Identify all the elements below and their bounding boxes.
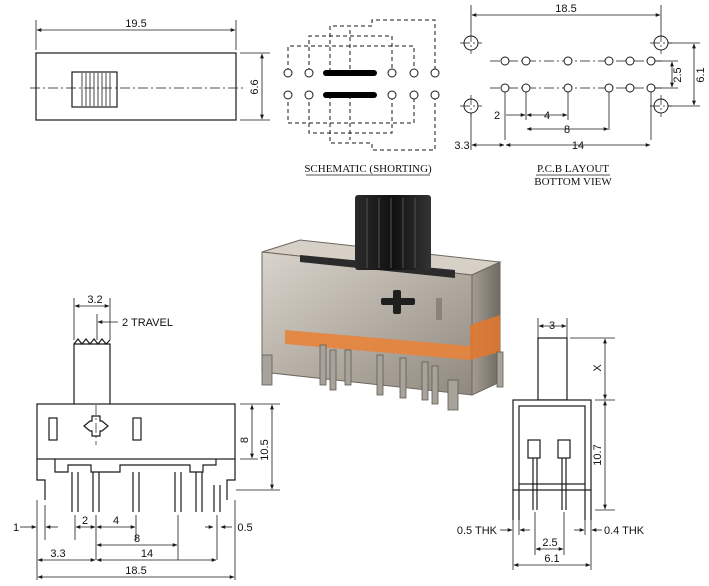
dim-side-6-1: 6.1 <box>544 553 559 565</box>
top-view-body <box>35 52 237 121</box>
side-actuator <box>537 337 568 401</box>
dim-pcb-4: 4 <box>544 110 550 122</box>
pcb-layout: 18.5 2.5 6.1 <box>454 3 707 188</box>
pcb-caption-subtitle: BOTTOM VIEW <box>534 176 612 188</box>
front-body <box>36 403 236 460</box>
dim-side-actuator: 3 <box>549 320 555 332</box>
dim-front-18-5: 18.5 <box>125 565 146 577</box>
dim-travel: 2 TRAVEL <box>122 317 173 329</box>
schematic: SCHEMATIC (SHORTING) <box>283 19 440 176</box>
dim-side-10-7: 10.7 <box>592 444 604 465</box>
pcb-pin-holes <box>500 56 656 93</box>
side-x-label: X <box>592 364 604 372</box>
dim-pcb-pin-pitch: 2 <box>494 110 500 122</box>
dim-pcb-total: 18.5 <box>555 3 576 15</box>
dim-side-thk-right: 0.4 THK <box>604 525 645 537</box>
photo-actuator-knob <box>355 195 431 270</box>
dim-pcb-8: 8 <box>564 124 570 136</box>
dim-top-height: 6.6 <box>249 79 261 94</box>
dim-front-10-5: 10.5 <box>259 439 271 460</box>
dim-front-0-5: 0.5 <box>237 522 252 534</box>
pcb-mount-holes <box>463 35 669 114</box>
photo-pins <box>261 344 504 411</box>
pcb-caption-title: P.C.B LAYOUT <box>537 163 609 175</box>
dim-front-3-3: 3.3 <box>50 548 65 560</box>
dim-pcb-mount-pitch: 6.1 <box>695 67 707 82</box>
schematic-caption: SCHEMATIC (SHORTING) <box>304 163 432 175</box>
dim-pcb-offset: 3.3 <box>454 140 469 152</box>
schematic-pins <box>283 68 440 100</box>
dim-pcb-14: 14 <box>572 140 584 152</box>
front-cross-icon <box>83 415 109 437</box>
dim-side-2-5: 2.5 <box>542 537 557 549</box>
dim-front-2: 2 <box>82 515 88 527</box>
dim-top-width: 19.5 <box>125 18 146 30</box>
switch-photo <box>261 195 504 411</box>
dim-actuator-width: 3.2 <box>87 294 102 306</box>
top-view: 19.5 6.6 <box>30 18 270 121</box>
top-view-actuator <box>71 71 118 108</box>
front-view: 3.2 2 TRAVEL 8 10.5 <box>13 294 280 580</box>
side-view: 3 X 10.7 0.5 THK 0.4 THK 2.5 <box>457 318 645 570</box>
dim-front-1: 1 <box>13 522 19 534</box>
photo-cross-slot-icon <box>381 290 415 314</box>
side-body-outer <box>512 399 592 491</box>
dim-front-8b: 8 <box>134 533 140 545</box>
schematic-dashed-links <box>287 19 436 151</box>
dim-front-4: 4 <box>113 515 119 527</box>
actuator-grip-icon <box>81 73 111 106</box>
dim-front-8: 8 <box>239 437 251 443</box>
front-actuator <box>73 343 111 404</box>
dim-side-thk-left: 0.5 THK <box>457 525 498 537</box>
dim-pcb-row-pitch: 2.5 <box>672 67 684 82</box>
front-pins <box>71 472 221 512</box>
dim-front-14: 14 <box>141 548 153 560</box>
